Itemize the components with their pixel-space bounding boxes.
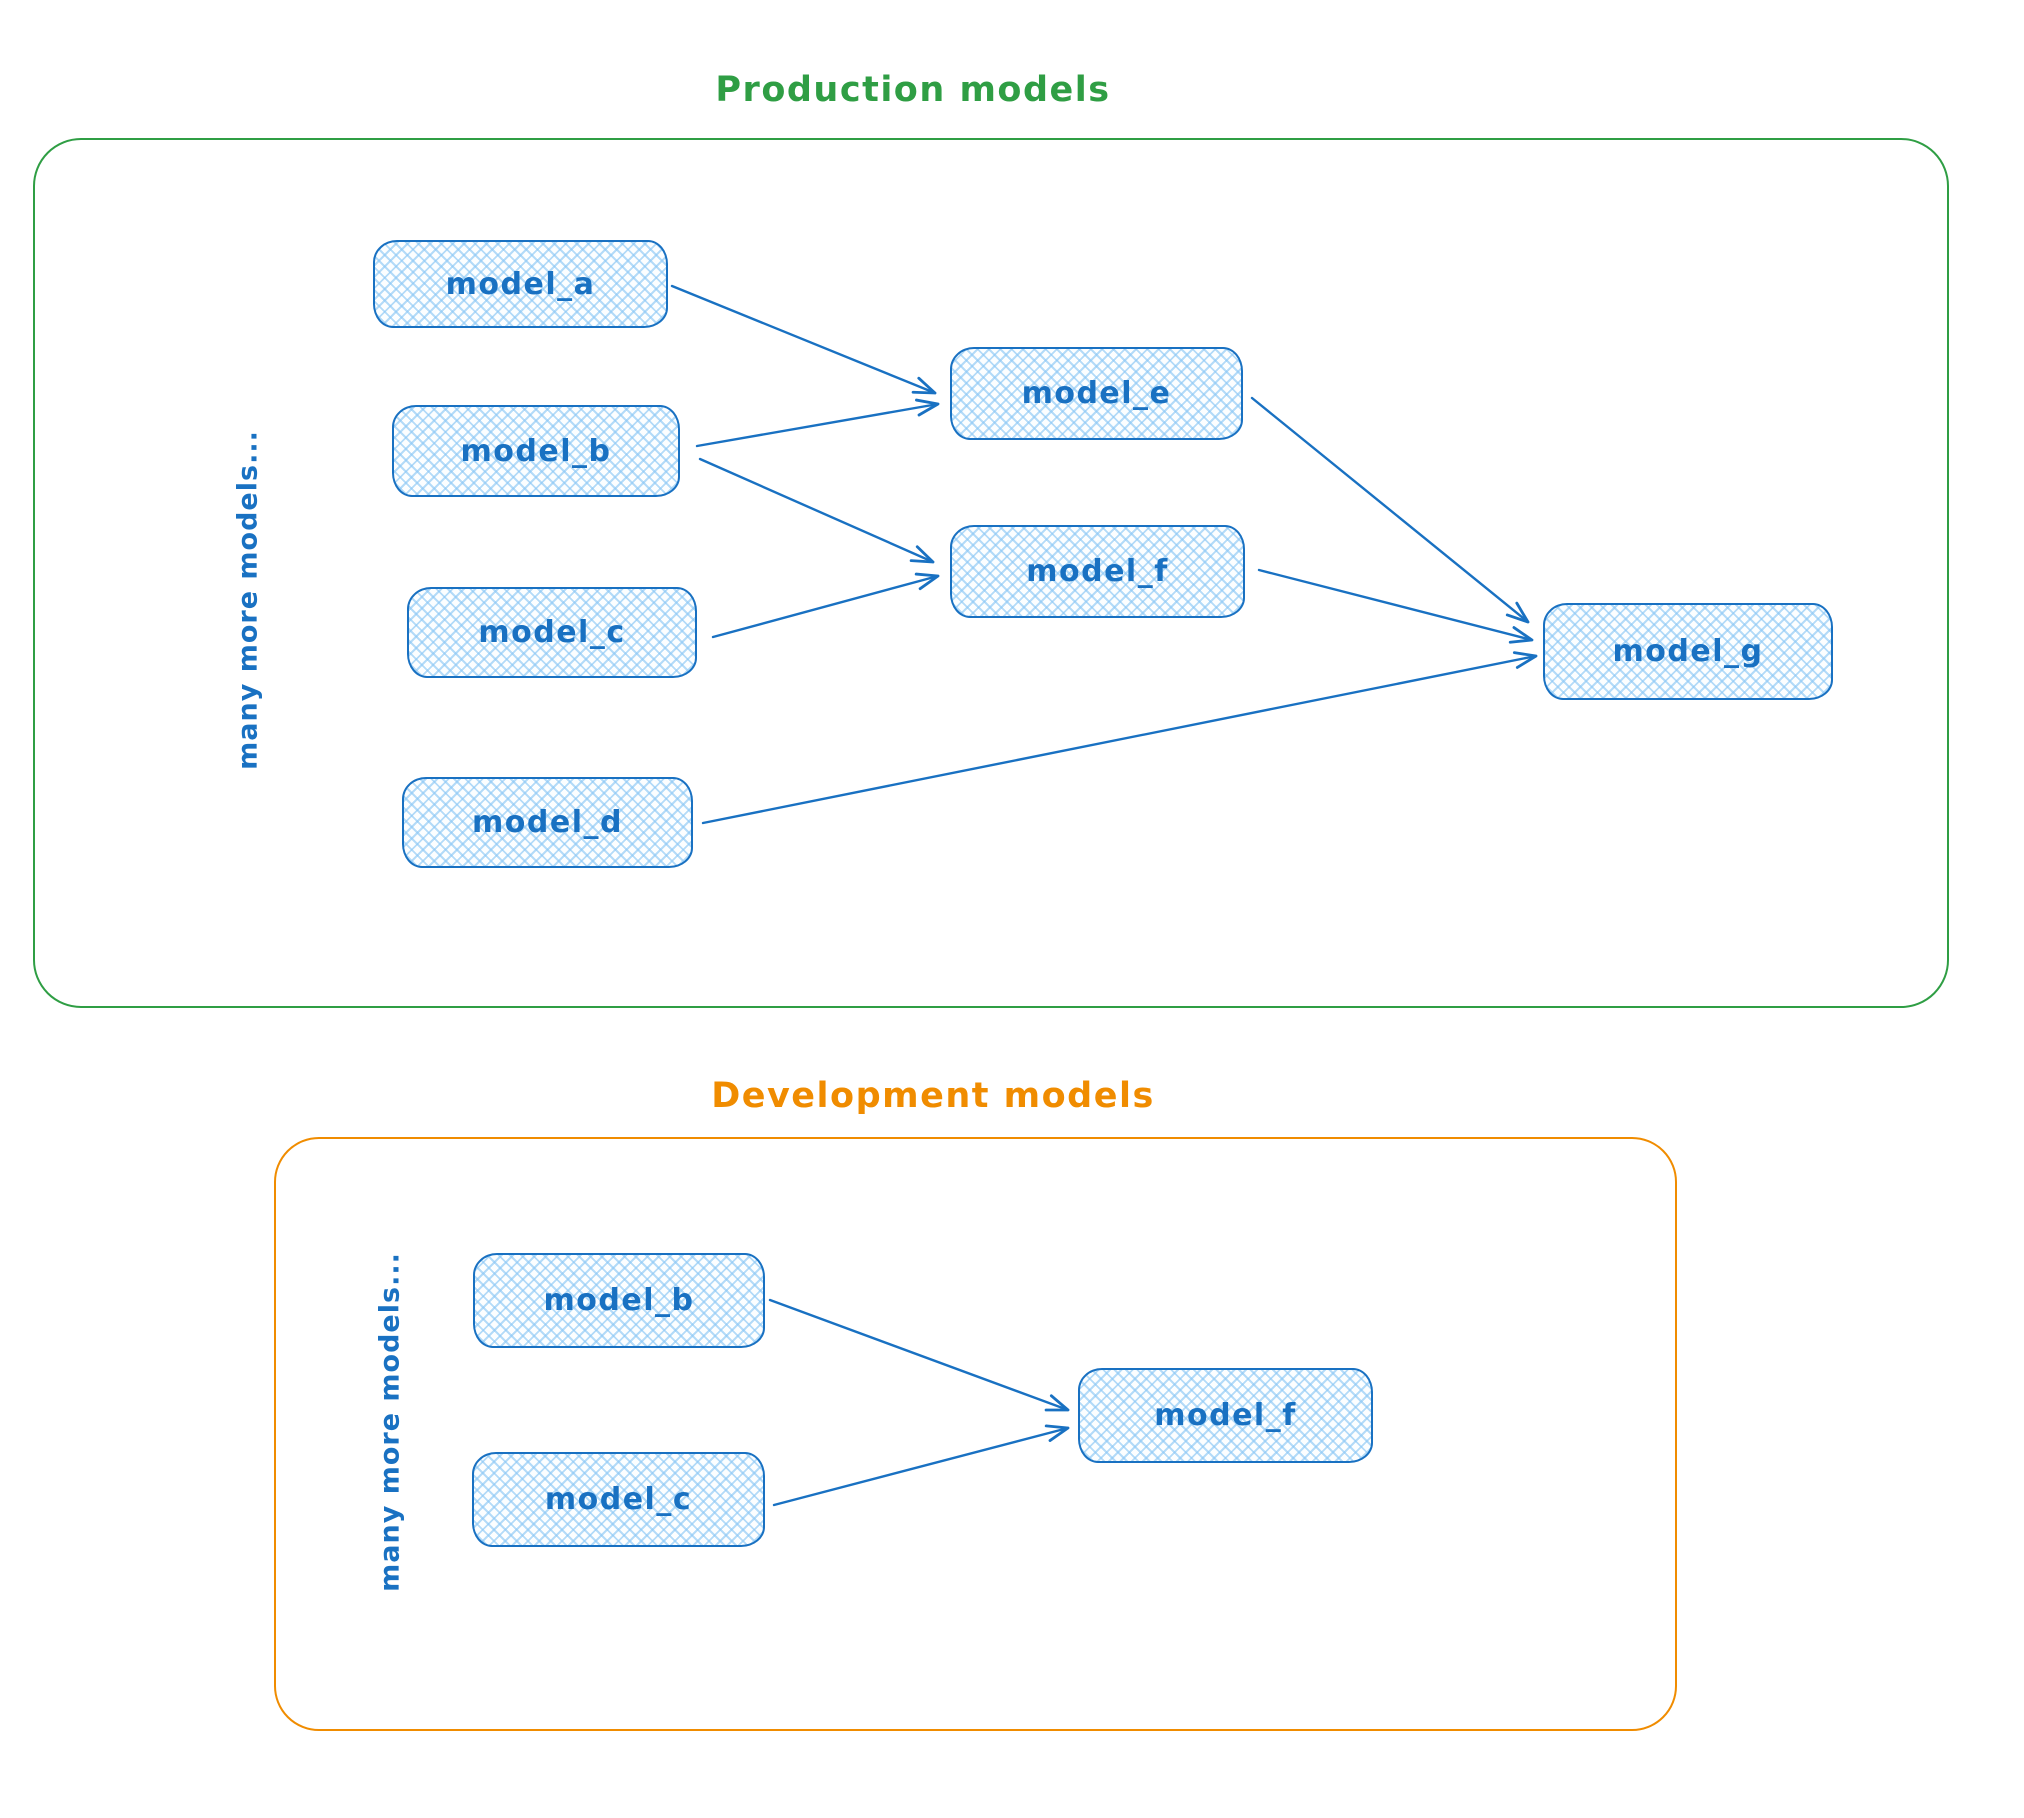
side-label-production: many more models... (232, 430, 264, 770)
node-production-model_e: model_e (950, 347, 1243, 440)
node-label: model_d (472, 805, 623, 840)
node-label: model_a (445, 266, 596, 302)
node-production-model_b: model_b (392, 405, 680, 497)
section-container-production (33, 138, 1949, 1008)
node-development-model_c: model_c (472, 1452, 765, 1547)
node-production-model_a: model_a (373, 240, 668, 328)
node-label: model_c (478, 615, 626, 650)
node-label: model_g (1612, 634, 1764, 669)
node-production-model_f: model_f (950, 525, 1245, 618)
side-label-development: many more models... (374, 1252, 406, 1592)
section-title-development: Development models (711, 1076, 1155, 1116)
node-label: model_f (1026, 554, 1169, 589)
node-production-model_d: model_d (402, 777, 693, 868)
node-label: model_b (460, 433, 612, 469)
node-development-model_b: model_b (473, 1253, 765, 1348)
node-label: model_c (544, 1482, 693, 1517)
node-label: model_b (543, 1283, 695, 1318)
node-label: model_f (1154, 1398, 1297, 1433)
node-production-model_c: model_c (407, 587, 697, 678)
node-label: model_e (1021, 376, 1172, 411)
node-development-model_f: model_f (1078, 1368, 1373, 1463)
node-production-model_g: model_g (1543, 603, 1833, 700)
section-title-production: Production models (715, 70, 1111, 110)
section-container-development (274, 1137, 1677, 1731)
